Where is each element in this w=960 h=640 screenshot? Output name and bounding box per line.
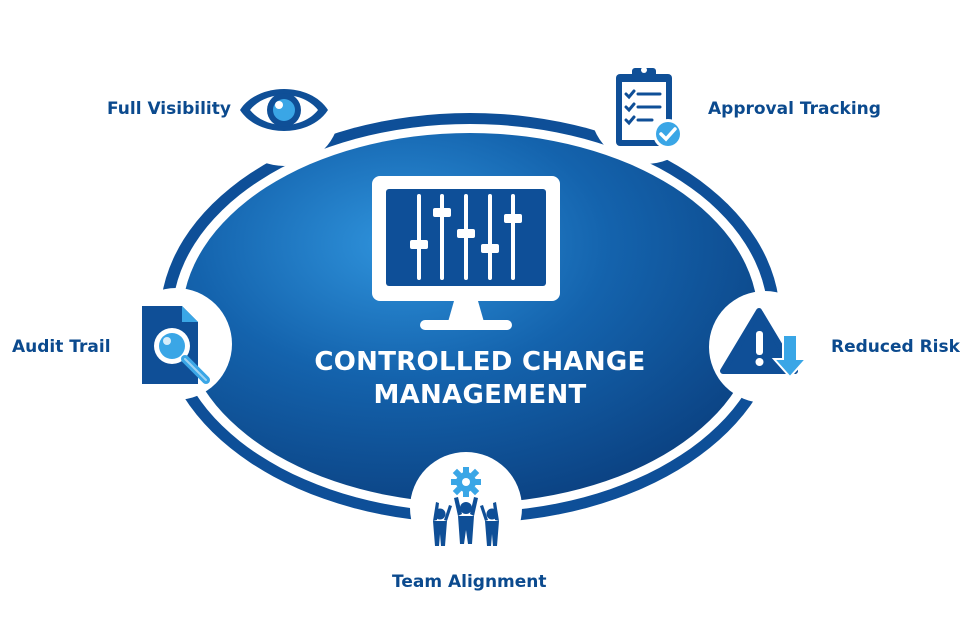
warning-arrow-down-icon: [720, 308, 809, 379]
monitor-sliders-icon: [372, 176, 560, 330]
center-title-line2: MANAGEMENT: [373, 380, 587, 410]
label-audit-trail: Audit Trail: [12, 337, 111, 357]
node-reduced-risk: [709, 291, 821, 403]
document-search-icon: [142, 306, 210, 384]
eye-icon: [240, 89, 328, 131]
label-team-alignment: Team Alignment: [392, 572, 547, 592]
label-approval-tracking: Approval Tracking: [708, 99, 881, 119]
label-reduced-risk: Reduced Risk: [831, 337, 960, 357]
node-audit-trail: [120, 288, 232, 400]
center-title: CONTROLLED CHANGE MANAGEMENT: [300, 346, 660, 412]
clipboard-checklist-icon: [616, 67, 683, 149]
center-title-line1: CONTROLLED CHANGE: [314, 347, 646, 377]
node-full-visibility: [228, 54, 340, 166]
label-full-visibility: Full Visibility: [107, 99, 231, 119]
node-approval-tracking: [590, 52, 702, 164]
node-team-alignment: [410, 452, 522, 564]
team-gear-icon: [433, 467, 499, 546]
